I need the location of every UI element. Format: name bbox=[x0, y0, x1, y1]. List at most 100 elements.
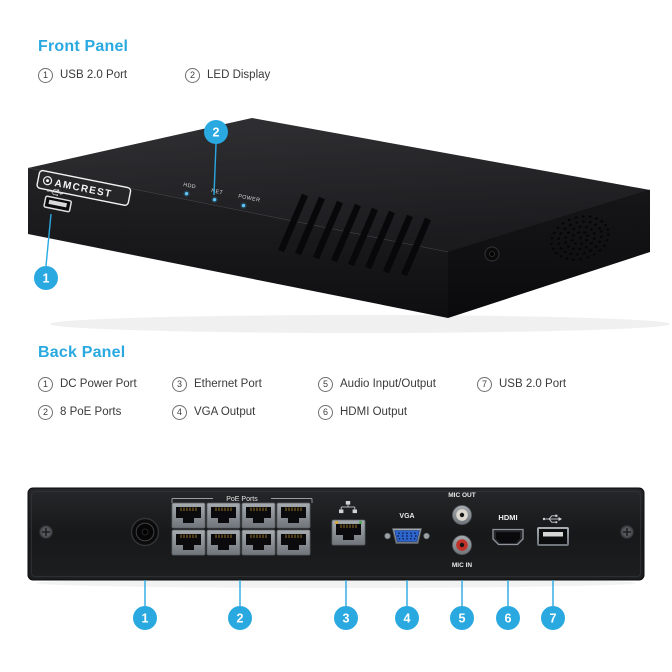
hdmi-port: HDMI bbox=[492, 513, 524, 546]
poe-port-5 bbox=[171, 529, 206, 556]
rear-callout-number-7: 7 bbox=[550, 612, 557, 626]
legend-item-led-display: 2 LED Display bbox=[185, 67, 270, 83]
mic-out-label: MIC OUT bbox=[448, 492, 475, 499]
mic-out-jack bbox=[452, 505, 472, 525]
screw-right-icon bbox=[619, 524, 635, 540]
poe-port-4 bbox=[276, 502, 311, 529]
front-callouts: 2 1 bbox=[34, 120, 228, 290]
rear-callout-number-5: 5 bbox=[459, 612, 466, 626]
rear-usb-icon bbox=[542, 514, 562, 524]
legend-item-audio: 5 Audio Input/Output bbox=[318, 376, 436, 392]
led-net-label: NET bbox=[211, 188, 224, 196]
legend-number: 4 bbox=[172, 404, 187, 420]
legend-label: DC Power Port bbox=[60, 378, 137, 390]
amcrest-logo: AMCREST bbox=[36, 169, 132, 206]
front-panel-illustration: AMCREST HDD NET POWER bbox=[27, 118, 670, 333]
legend-item-ethernet: 3 Ethernet Port bbox=[172, 376, 262, 392]
back-panel-title: Back Panel bbox=[38, 344, 126, 361]
rear-callout-usb: 7 bbox=[541, 580, 565, 630]
front-callout-led: 2 bbox=[204, 120, 228, 196]
front-usb-port bbox=[43, 189, 72, 213]
ethernet-led-yellow bbox=[335, 521, 338, 524]
front-panel-title: Front Panel bbox=[38, 38, 129, 55]
poe-port-1 bbox=[171, 502, 206, 529]
screw-left-icon bbox=[38, 524, 54, 540]
mic-in-label: MIC IN bbox=[452, 562, 473, 569]
nvr-device-rear: PoE Ports bbox=[27, 487, 645, 581]
usb-icon bbox=[47, 189, 64, 197]
audio-jacks: MIC OUT MIC IN bbox=[448, 492, 475, 569]
fan-grille-icon bbox=[550, 215, 610, 261]
poe-ports-label: PoE Ports bbox=[226, 496, 258, 503]
rear-callout-number-2: 2 bbox=[237, 612, 244, 626]
amcrest-logo-icon bbox=[42, 176, 53, 186]
rear-callout-poe: 2 bbox=[228, 580, 252, 630]
legend-label: HDMI Output bbox=[340, 406, 408, 418]
poe-port-3 bbox=[241, 502, 276, 529]
poe-bracket bbox=[171, 498, 313, 503]
callout-badge-usb bbox=[34, 266, 58, 290]
rear-callout-vga: 4 bbox=[395, 580, 419, 630]
legend-number: 2 bbox=[185, 67, 200, 83]
ethernet-led-green bbox=[359, 521, 362, 524]
ethernet-port bbox=[331, 501, 366, 546]
rear-callout-number-4: 4 bbox=[404, 612, 411, 626]
vga-pins bbox=[397, 532, 417, 540]
rear-callout-dc-power: 1 bbox=[133, 580, 157, 630]
poe-port-2 bbox=[206, 502, 241, 529]
callout-badge-led bbox=[204, 120, 228, 144]
device-shadow bbox=[50, 315, 670, 333]
rear-callout-hdmi: 6 bbox=[496, 580, 520, 630]
usb-tongue bbox=[543, 532, 563, 537]
dc-power-port bbox=[130, 517, 160, 547]
front-callout-led-number: 2 bbox=[213, 126, 220, 140]
rear-callouts: 1 2 3 4 5 bbox=[133, 580, 565, 630]
legend-number: 1 bbox=[38, 376, 53, 392]
device-front-face bbox=[28, 168, 448, 318]
legend-item-poe: 2 8 PoE Ports bbox=[38, 404, 121, 420]
legend-item-front-usb: 1 USB 2.0 Port bbox=[38, 67, 127, 83]
rear-callout-ethernet: 3 bbox=[334, 580, 358, 630]
legend-label: VGA Output bbox=[194, 406, 256, 418]
led-hdd-label: HDD bbox=[183, 182, 197, 190]
mic-in-jack bbox=[452, 535, 472, 555]
legend-label: USB 2.0 Port bbox=[60, 69, 128, 81]
rear-callout-number-6: 6 bbox=[505, 612, 512, 626]
led-hdd-light bbox=[184, 191, 189, 196]
led-power: POWER bbox=[238, 194, 261, 209]
led-net: NET bbox=[211, 188, 224, 203]
legend-label: LED Display bbox=[207, 69, 271, 81]
led-hdd: HDD bbox=[183, 182, 197, 197]
device-top-face bbox=[28, 118, 650, 252]
lan-icon bbox=[339, 501, 357, 514]
poe-port-6 bbox=[206, 529, 241, 556]
legend-number: 2 bbox=[38, 404, 53, 420]
legend-item-hdmi: 6 HDMI Output bbox=[318, 404, 407, 420]
vent-slots bbox=[278, 193, 431, 277]
vga-post-left bbox=[384, 532, 391, 540]
vga-label: VGA bbox=[399, 513, 414, 520]
legend-item-rear-usb: 7 USB 2.0 Port bbox=[477, 376, 566, 392]
side-connector bbox=[484, 246, 500, 262]
rear-callout-number-3: 3 bbox=[343, 612, 350, 626]
legend-number: 7 bbox=[477, 376, 492, 392]
led-power-light bbox=[241, 203, 246, 208]
legend-number: 5 bbox=[318, 376, 333, 392]
led-power-label: POWER bbox=[238, 194, 261, 204]
rear-callout-audio: 5 bbox=[450, 580, 474, 630]
legend-label: 8 PoE Ports bbox=[60, 406, 122, 418]
hdmi-label: HDMI bbox=[498, 513, 517, 522]
legend-item-dc-power: 1 DC Power Port bbox=[38, 376, 137, 392]
vga-post-right bbox=[423, 532, 430, 540]
legend-number: 6 bbox=[318, 404, 333, 420]
legend-number: 1 bbox=[38, 67, 53, 83]
poe-port-8 bbox=[276, 529, 311, 556]
legend-item-vga: 4 VGA Output bbox=[172, 404, 255, 420]
poe-port-7 bbox=[241, 529, 276, 556]
legend-label: USB 2.0 Port bbox=[499, 378, 567, 390]
device-side-face bbox=[448, 190, 650, 318]
rear-usb-port bbox=[537, 514, 569, 546]
front-callout-usb-number: 1 bbox=[43, 272, 50, 286]
legend-label: Audio Input/Output bbox=[340, 378, 436, 390]
